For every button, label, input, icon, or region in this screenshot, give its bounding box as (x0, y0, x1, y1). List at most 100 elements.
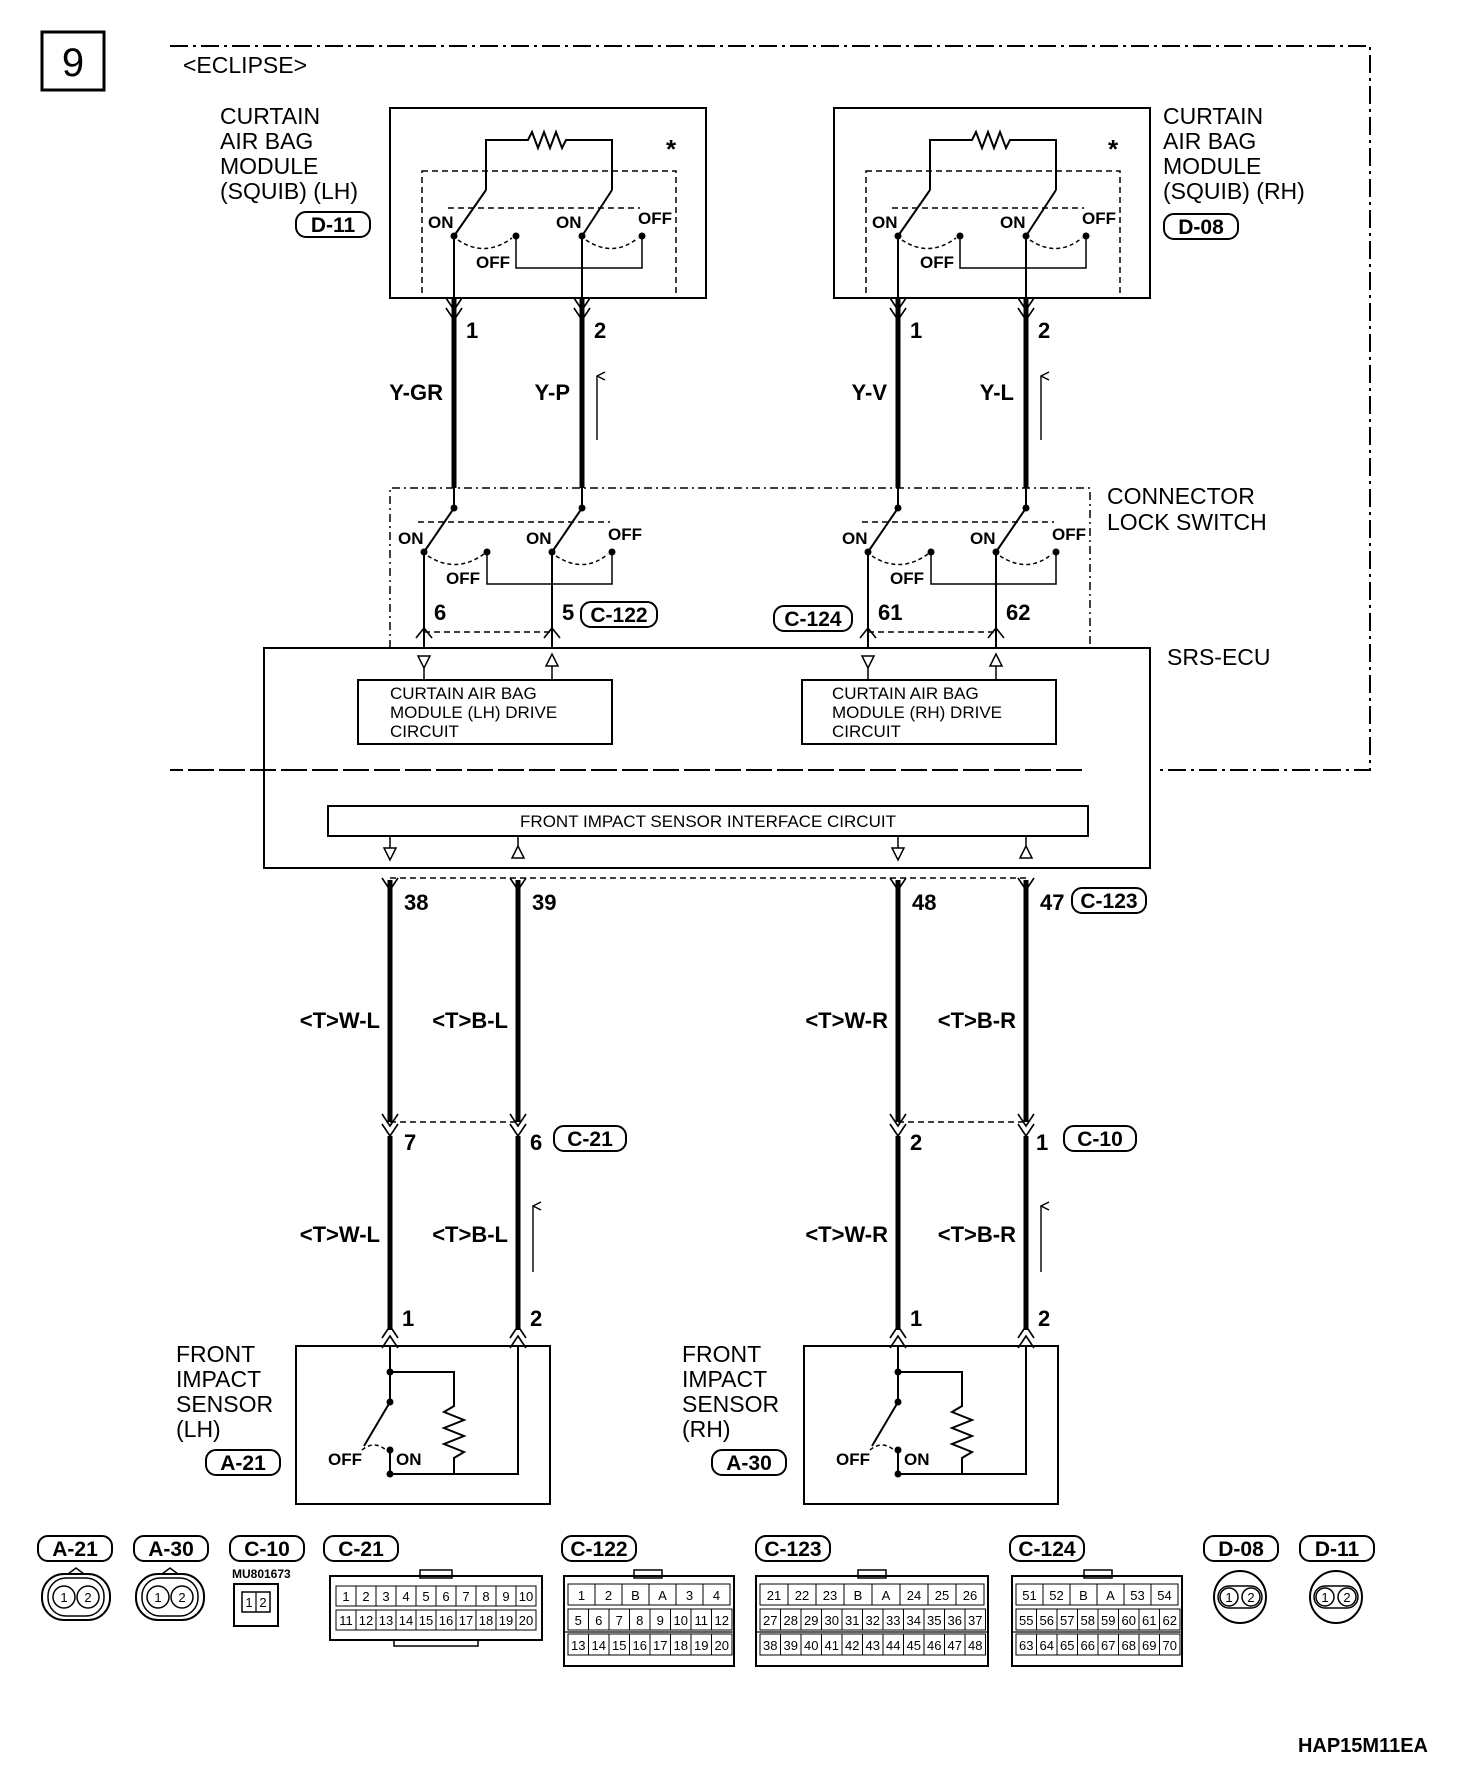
squib-lh-tag-box (295, 211, 371, 238)
wire-y-l: Y-L (980, 380, 1014, 405)
squib-wires (445, 297, 1041, 488)
lock-title-2: LOCK SWITCH (1107, 509, 1267, 535)
c122-pin-1: 1 (578, 1588, 585, 1603)
c10-pin-2-face: 2 (259, 1595, 266, 1610)
c124-pin-55: 55 (1019, 1613, 1033, 1628)
c21-pin-1: 1 (342, 1589, 349, 1604)
sensor-rh-title-2: IMPACT (682, 1366, 767, 1392)
c123-pin-27: 27 (763, 1613, 777, 1628)
squib-rh-pin-2: 2 (1038, 318, 1050, 343)
c123-cell (964, 1608, 986, 1631)
c123-pin-23: 23 (823, 1588, 837, 1603)
lh-drive-line-2: MODULE (LH) DRIVE (390, 703, 557, 722)
sensor-rh-pin-1: 1 (910, 1306, 922, 1331)
c21-pin-17: 17 (459, 1613, 473, 1628)
squib-lh-asterisk: * (666, 134, 677, 164)
c122-pin-17: 17 (653, 1638, 667, 1653)
c10-tag: C-10 (1077, 1128, 1123, 1151)
c10-connector-face: MU801673 1 2 (232, 1567, 291, 1627)
squib-lh-sw1-on: ON (428, 213, 454, 232)
c21-pin-13: 13 (379, 1613, 393, 1628)
cv-tag-c123: C-123 (764, 1538, 821, 1561)
d11-pin-1: 1 (1321, 1590, 1328, 1605)
lower-wire-b-l: <T>B-L (432, 1222, 508, 1247)
c123-pin-43: 43 (866, 1638, 880, 1653)
c123-pin-28: 28 (784, 1613, 798, 1628)
d08-connector-face: 1 2 (1213, 1570, 1267, 1624)
squib-lh-box (389, 107, 707, 299)
connector-lock-switch: ON ON OFF OFF ON ON OFF OFF CONNECTOR LO… (389, 483, 1267, 648)
page-number: 9 (62, 41, 84, 85)
sensor-lh-on: ON (396, 1450, 422, 1469)
interface-label: FRONT IMPACT SENSOR INTERFACE CIRCUIT (520, 812, 896, 831)
lh-drive-line-1: CURTAIN AIR BAG (390, 684, 537, 703)
squib-rh-title-1: CURTAIN (1163, 103, 1263, 129)
squib-rh-sw1-on: ON (872, 213, 898, 232)
lock-lh-off: OFF (446, 569, 480, 588)
squib-lh-title-3: MODULE (220, 153, 318, 179)
cv-tag-c10: C-10 (244, 1538, 290, 1561)
squib-lh-title-1: CURTAIN (220, 103, 320, 129)
c124-pin-68: 68 (1122, 1638, 1136, 1653)
c122-cell (711, 1608, 733, 1631)
sensor-rh-title-1: FRONT (682, 1341, 761, 1367)
c122-pin-20: 20 (715, 1638, 729, 1653)
sensor-lh-title-1: FRONT (176, 1341, 255, 1367)
lock-rh-sw2-off: OFF (1052, 525, 1086, 544)
rh-drive-line-3: CIRCUIT (832, 722, 901, 741)
squib-rh-pin-1: 1 (910, 318, 922, 343)
c123-pin-38: 38 (763, 1638, 777, 1653)
c123-pin-39: 39 (784, 1638, 798, 1653)
squib-lh-tag: D-11 (311, 214, 356, 237)
sensor-rh-title-3: SENSOR (682, 1391, 779, 1417)
c123-pin-B: B (854, 1588, 863, 1603)
rh-drive-circuit (801, 679, 1057, 745)
c122-pin-12: 12 (715, 1613, 729, 1628)
a30-pin-1: 1 (154, 1590, 161, 1605)
c123-pin-46: 46 (927, 1638, 941, 1653)
squib-lh-off: OFF (476, 253, 510, 272)
sensor-rh-box (803, 1345, 1059, 1505)
c124-pin-58: 58 (1081, 1613, 1095, 1628)
sensor-rh-pin-2: 2 (1038, 1306, 1050, 1331)
wire-y-gr: Y-GR (389, 380, 443, 405)
sensor-wires-upper (381, 877, 1035, 1138)
cv-tag-a21: A-21 (52, 1538, 98, 1561)
squib-lh-title-4: (SQUIB) (LH) (220, 178, 358, 204)
c124-pin-63: 63 (1019, 1638, 1033, 1653)
squib-rh: * ON ON OFF OFF CURTAIN AIR BAG MODULE (… (833, 103, 1305, 299)
sensor-lh-title-2: IMPACT (176, 1366, 261, 1392)
sensor-lh-pin-1: 1 (402, 1306, 414, 1331)
lock-lh-tag-box (580, 601, 658, 628)
a21-pin-2: 2 (84, 1590, 91, 1605)
a30-connector-face: 1 2 (135, 1567, 205, 1621)
cv-tag-d08: D-08 (1218, 1538, 1264, 1561)
c122-pin-14: 14 (592, 1638, 606, 1653)
lock-lh-sw1-on: ON (398, 529, 424, 548)
c21-pin-15: 15 (419, 1613, 433, 1628)
c124-pin-61: 61 (1142, 1613, 1156, 1628)
lock-lh-pin-6: 6 (434, 600, 446, 625)
c21-pin-4: 4 (402, 1589, 409, 1604)
c122-pin-9: 9 (657, 1613, 664, 1628)
c124-pin-65: 65 (1060, 1638, 1074, 1653)
a21-connector-face: 1 2 (41, 1567, 111, 1621)
lock-rh-sw1-on: ON (842, 529, 868, 548)
squib-rh-tag: D-08 (1178, 216, 1224, 239)
c21-pin-11: 11 (339, 1613, 353, 1628)
squib-lh-pin-2: 2 (594, 318, 606, 343)
c21-cell (515, 1585, 537, 1607)
ecu-tag: C-123 (1080, 890, 1137, 913)
c21-pin-12: 12 (359, 1613, 373, 1628)
c123-pin-A: A (882, 1588, 891, 1603)
c123-pin-21: 21 (767, 1588, 781, 1603)
lower-wire-w-r: <T>W-R (805, 1222, 888, 1247)
c123-pin-44: 44 (886, 1638, 900, 1653)
lower-wire-b-r: <T>B-R (938, 1222, 1016, 1247)
c124-cell (1150, 1583, 1179, 1606)
squib-rh-sw2-on: ON (1000, 213, 1026, 232)
c21-pin-8: 8 (482, 1589, 489, 1604)
c122-pin-10: 10 (674, 1613, 688, 1628)
c123-pin-30: 30 (825, 1613, 839, 1628)
rh-drive-line-2: MODULE (RH) DRIVE (832, 703, 1002, 722)
